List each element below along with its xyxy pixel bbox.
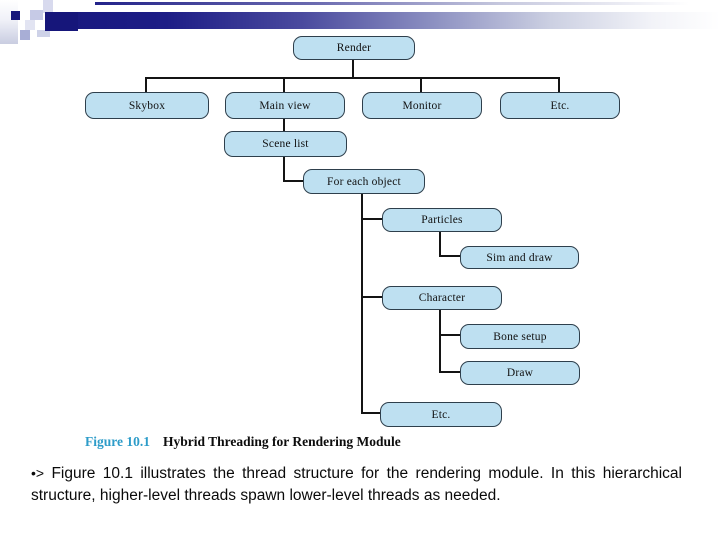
deco-square	[20, 30, 30, 40]
connector-render-stub	[352, 58, 354, 78]
deco-navy-square	[11, 11, 20, 20]
connector-elbow-particles	[361, 218, 382, 220]
deco-bar-stub	[45, 12, 78, 31]
connector-drop-etc	[558, 77, 560, 93]
connector-particles-drop	[439, 230, 441, 257]
node-draw: Draw	[460, 361, 580, 385]
connector-foreach-trunk	[361, 192, 363, 414]
node-character: Character	[382, 286, 502, 310]
node-scene-list: Scene list	[224, 131, 347, 157]
node-bone-setup: Bone setup	[460, 324, 580, 349]
deco-gradient-bar	[45, 12, 720, 29]
figure-caption: Figure 10.1 Hybrid Threading for Renderin…	[85, 434, 401, 450]
figure-title: Hybrid Threading for Rendering Module	[163, 434, 401, 449]
connector-scenelist-drop	[283, 155, 285, 182]
node-for-each-object: For each object	[303, 169, 425, 194]
node-etc-top: Etc.	[500, 92, 620, 119]
figure-number: Figure 10.1	[85, 434, 150, 449]
node-monitor: Monitor	[362, 92, 482, 119]
connector-elbow-character	[361, 296, 382, 298]
deco-square	[43, 0, 53, 13]
bullet-marker: •>	[31, 465, 45, 481]
node-particles: Particles	[382, 208, 502, 232]
node-main-view: Main view	[225, 92, 345, 119]
deco-square	[30, 10, 43, 20]
connector-drop-monitor	[420, 77, 422, 93]
node-sim-and-draw: Sim and draw	[460, 246, 579, 269]
body-paragraph: •> Figure 10.1 illustrates the thread st…	[31, 463, 682, 506]
deco-gradient-strip	[0, 0, 18, 44]
connector-character-drop	[439, 308, 441, 373]
deco-thin-bar	[95, 2, 720, 5]
connector-top-horizontal	[145, 77, 560, 79]
connector-elbow-etc-bottom	[361, 412, 380, 414]
connector-elbow-foreach	[283, 180, 303, 182]
node-etc-bottom: Etc.	[380, 402, 502, 427]
connector-elbow-bonesetup	[439, 334, 460, 336]
connector-elbow-simdraw	[439, 255, 460, 257]
connector-drop-main-view	[283, 77, 285, 93]
connector-mainview-scenelist	[283, 117, 285, 131]
body-text: Figure 10.1 illustrates the thread struc…	[31, 465, 683, 504]
deco-square	[37, 30, 50, 37]
deco-square	[25, 20, 35, 30]
connector-elbow-draw	[439, 371, 460, 373]
node-render: Render	[293, 36, 415, 60]
node-skybox: Skybox	[85, 92, 209, 119]
connector-drop-skybox	[145, 77, 147, 93]
